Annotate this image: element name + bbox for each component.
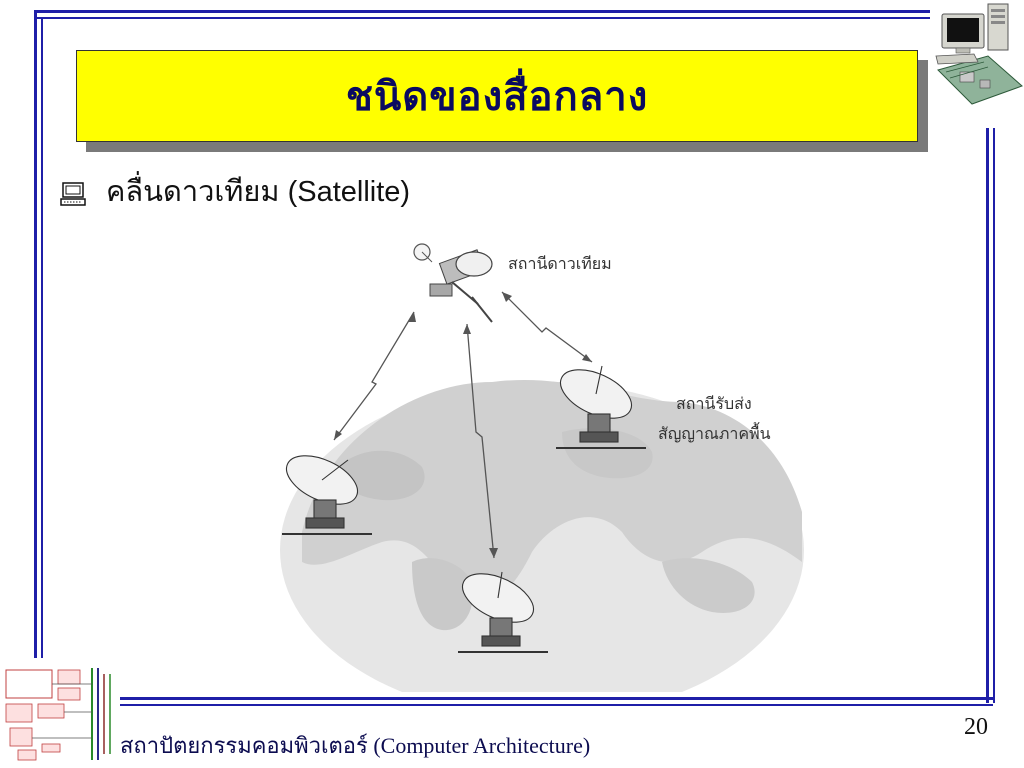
footer-course-title: สถาปัตยกรรมคอมพิวเตอร์ (Computer Archite… — [120, 733, 591, 758]
computer-system-diagram-icon — [2, 664, 120, 764]
page-number: 20 — [964, 714, 988, 740]
slide-title: ชนิดของสื่อกลาง — [345, 74, 649, 120]
satellite-station-label: สถานีดาวเทียม — [508, 254, 612, 273]
frame-right-line-1 — [986, 128, 989, 703]
ground-station-label-line1: สถานีรับส่ง — [676, 394, 752, 413]
frame-bottom-line-1 — [108, 697, 993, 700]
title-box: ชนิดของสื่อกลาง — [76, 50, 918, 142]
frame-right-line-2 — [993, 128, 995, 703]
desktop-computer-icon — [932, 0, 1024, 128]
frame-top-line-2 — [34, 17, 930, 19]
frame-bottom-line-2 — [108, 704, 993, 706]
satellite-communication-figure: สถานีดาวเทียม สถานีรับส่ง สัญญาณภาคพื้น — [262, 232, 812, 718]
computer-bullet-icon — [60, 182, 86, 206]
ground-station-label-line2: สัญญาณภาคพื้น — [658, 424, 771, 443]
bullet-text: คลื่นดาวเทียม (Satellite) — [106, 176, 411, 208]
frame-top-line-1 — [34, 10, 930, 13]
frame-left-line-2 — [41, 17, 43, 658]
frame-left-line-1 — [34, 10, 37, 658]
